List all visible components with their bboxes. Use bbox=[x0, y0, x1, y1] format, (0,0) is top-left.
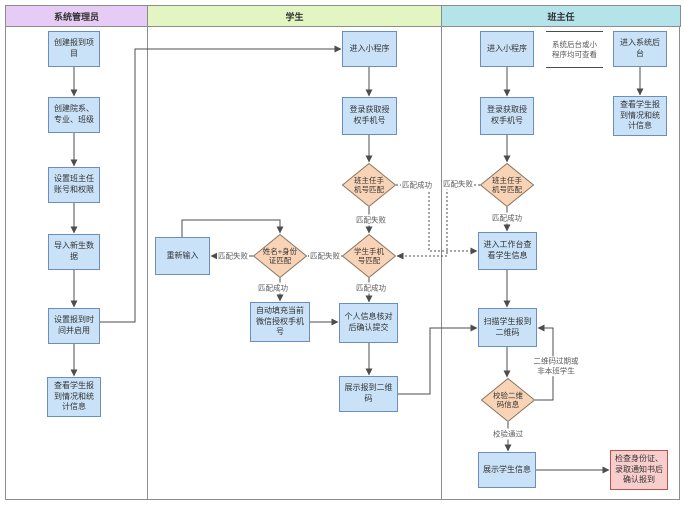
decision-name-id-match: 姓名+身份证匹配 bbox=[253, 234, 307, 278]
decision-teacher-phone-match: 班主任手机号匹配 bbox=[480, 163, 534, 207]
edge-label-match-success: 匹配成功 bbox=[257, 282, 289, 294]
edge-label-match-success: 匹配成功 bbox=[355, 282, 387, 294]
decision-student-teacher-phone-match: 班主任手机号匹配 bbox=[342, 163, 396, 207]
edge-label-qr-invalid: 二维码过期或非本班学生 bbox=[531, 356, 581, 376]
edge-label-match-fail: 匹配失败 bbox=[355, 214, 387, 226]
node-student-enter-miniapp: 进入小程序 bbox=[342, 31, 397, 67]
annotation-note: 系统后台或小程序均可查看 bbox=[546, 31, 603, 68]
edge-label-match-success: 匹配成功 bbox=[401, 179, 433, 191]
node-set-checkin-time: 设置报到时间并启用 bbox=[48, 308, 100, 344]
edge-label-match-fail: 匹配失败 bbox=[309, 250, 341, 262]
node-show-qrcode: 展示报到二维码 bbox=[339, 376, 398, 412]
lane-header-teacher: 班主任 bbox=[441, 5, 681, 27]
decision-label: 班主任手机号匹配 bbox=[492, 175, 522, 194]
node-confirm-checkin: 检查身份证、录取通知书后确认报到 bbox=[610, 450, 668, 490]
lane-divider-2 bbox=[441, 5, 442, 500]
lane-divider-1 bbox=[147, 5, 148, 500]
node-create-departments: 创建院系、专业、班级 bbox=[48, 97, 100, 133]
node-create-project: 创建报到项目 bbox=[48, 31, 100, 67]
node-import-students: 导入新生数据 bbox=[48, 234, 100, 270]
edge-label-verify-pass: 校验通过 bbox=[492, 428, 524, 440]
node-teacher-view-stats: 查看学生报到情况和统计信息 bbox=[613, 96, 667, 136]
edge-label-match-fail: 匹配失败 bbox=[217, 250, 249, 262]
edge-label-match-success: 匹配成功 bbox=[491, 212, 523, 224]
decision-student-phone-match: 学生手机号匹配 bbox=[342, 234, 396, 278]
node-set-teacher-accounts: 设置班主任账号和权限 bbox=[48, 167, 100, 203]
node-enter-backend: 进入系统后台 bbox=[613, 31, 667, 67]
edge-label-match-fail: 匹配失败 bbox=[442, 178, 474, 190]
node-reenter: 重新输入 bbox=[155, 237, 210, 275]
node-teacher-login-phone: 登录获取授权手机号 bbox=[480, 97, 534, 135]
node-scan-qrcode: 扫描学生报到二维码 bbox=[478, 308, 537, 347]
node-teacher-enter-miniapp: 进入小程序 bbox=[480, 31, 534, 67]
node-admin-view-stats: 查看学生报到情况和统计信息 bbox=[47, 377, 101, 417]
node-show-student-info: 展示学生信息 bbox=[478, 452, 536, 488]
lane-header-admin: 系统管理员 bbox=[5, 5, 148, 27]
annotation-text: 系统后台或小程序均可查看 bbox=[552, 39, 597, 59]
decision-label: 班主任手机号匹配 bbox=[354, 175, 384, 194]
decision-label: 校验二维码信息 bbox=[493, 390, 523, 409]
node-autofill-phone: 自动填充当前微信授权手机号 bbox=[250, 302, 310, 342]
decision-label: 学生手机号匹配 bbox=[354, 246, 384, 265]
node-confirm-submit: 个人信息核对后确认提交 bbox=[339, 303, 398, 343]
node-enter-workbench: 进入工作台查看学生信息 bbox=[478, 232, 537, 270]
decision-label: 姓名+身份证匹配 bbox=[262, 246, 298, 265]
lane-header-student: 学生 bbox=[147, 5, 442, 27]
decision-verify-qrcode: 校验二维码信息 bbox=[481, 378, 535, 422]
node-student-login-phone: 登录获取授权手机号 bbox=[342, 97, 397, 135]
